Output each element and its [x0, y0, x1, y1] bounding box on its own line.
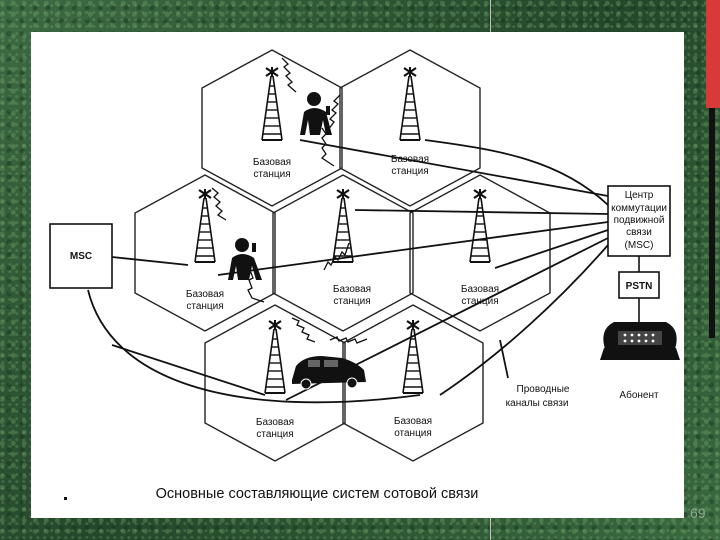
pstn-label: PSTN: [626, 281, 653, 292]
bs1-line1: Базовая: [253, 157, 291, 168]
wired-channels-label-2: каналы связи: [506, 398, 569, 409]
bs4-line1: Базовая: [333, 284, 371, 295]
base-station-labels: Базовая станция Базовая станция Базовая …: [186, 154, 499, 440]
bs2-line2: станция: [391, 166, 428, 177]
dark-edge-bar: [709, 108, 715, 338]
bs6-line2: станция: [256, 429, 293, 440]
bs2-line1: Базовая: [391, 154, 429, 165]
center-label-1: Центр: [625, 190, 654, 201]
car-icon: [292, 356, 366, 390]
cell-grid: [134, 49, 551, 462]
bs4-line2: станция: [333, 296, 370, 307]
bs5-line2: станция: [461, 296, 498, 307]
bs3-line2: станция: [186, 301, 223, 312]
center-label-3: подвижной: [614, 215, 665, 226]
red-accent-bar: [706, 0, 720, 108]
msc-left-box: MSC: [49, 223, 113, 289]
bs3-line1: Базовая: [186, 289, 224, 300]
bs5-line1: Базовая: [461, 284, 499, 295]
mobile-user-icon-1: [300, 92, 332, 135]
mobile-user-icon-2: [228, 238, 262, 280]
center-label-4: связи: [626, 227, 652, 238]
bs7-line1: Базовая: [394, 416, 432, 427]
switching-center-box: Центр коммутации подвижной связи (MSC): [607, 185, 671, 257]
center-label-5: (MSC): [625, 240, 654, 251]
telephone-icon: [600, 322, 680, 360]
pstn-box: PSTN: [618, 271, 660, 299]
msc-left-label: MSC: [70, 251, 92, 262]
page-number: 69: [690, 505, 706, 521]
center-label-2: коммутации: [611, 203, 667, 214]
subscriber-label: Абонент: [619, 389, 659, 401]
radio-links: [211, 57, 368, 344]
bs6-line1: Базовая: [256, 417, 294, 428]
bs7-line2: отанция: [394, 428, 432, 439]
bs1-line2: станция: [253, 169, 290, 180]
diagram-caption: Основные составляющие систем сотовой свя…: [156, 486, 479, 502]
diagram-panel: [31, 32, 684, 518]
wired-channels-label-1: Проводные: [517, 384, 570, 395]
